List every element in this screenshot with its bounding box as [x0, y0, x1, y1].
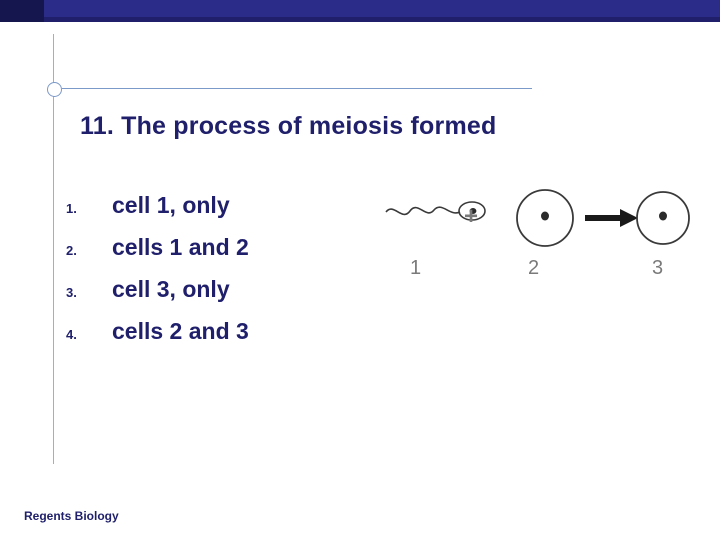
answer-text: cell 1, only	[112, 192, 230, 218]
answer-number: 2.	[66, 243, 77, 258]
sperm-tail-icon	[385, 206, 461, 216]
list-item[interactable]: 2. cells 1 and 2	[62, 234, 362, 276]
arrow-head-icon	[620, 209, 638, 227]
fertilization-diagram: + 1 2 3	[380, 185, 700, 295]
egg-nucleus-icon	[541, 211, 549, 221]
answer-list: 1. cell 1, only 2. cells 1 and 2 3. cell…	[62, 192, 362, 360]
answer-number: 3.	[66, 285, 77, 300]
answer-number: 1.	[66, 201, 77, 216]
header-bar-inner	[44, 0, 720, 17]
answer-text: cells 2 and 3	[112, 318, 249, 344]
header-bar-accent	[0, 0, 44, 22]
diagram-label-1: 1	[410, 257, 422, 279]
divider-node-icon	[47, 82, 62, 97]
zygote-nucleus-icon	[659, 211, 667, 221]
diagram-svg	[385, 189, 690, 247]
page-title: 11. The process of meiosis formed	[80, 112, 497, 140]
diagram-label-3: 3	[652, 257, 664, 279]
list-item[interactable]: 3. cell 3, only	[62, 276, 362, 318]
answer-text: cells 1 and 2	[112, 234, 249, 260]
horizontal-divider	[62, 88, 532, 89]
list-item[interactable]: 4. cells 2 and 3	[62, 318, 362, 360]
egg-cell-icon	[516, 189, 574, 247]
sperm-nucleus-icon	[469, 208, 477, 214]
answer-text: cell 3, only	[112, 276, 230, 302]
plus-sign: +	[464, 203, 479, 230]
zygote-cell-icon	[636, 191, 690, 245]
diagram-label-2: 2	[528, 257, 540, 279]
sperm-head-icon	[458, 201, 486, 221]
footer-text: Regents Biology	[24, 509, 119, 523]
vertical-divider	[53, 34, 54, 464]
list-item[interactable]: 1. cell 1, only	[62, 192, 362, 234]
answer-number: 4.	[66, 327, 77, 342]
